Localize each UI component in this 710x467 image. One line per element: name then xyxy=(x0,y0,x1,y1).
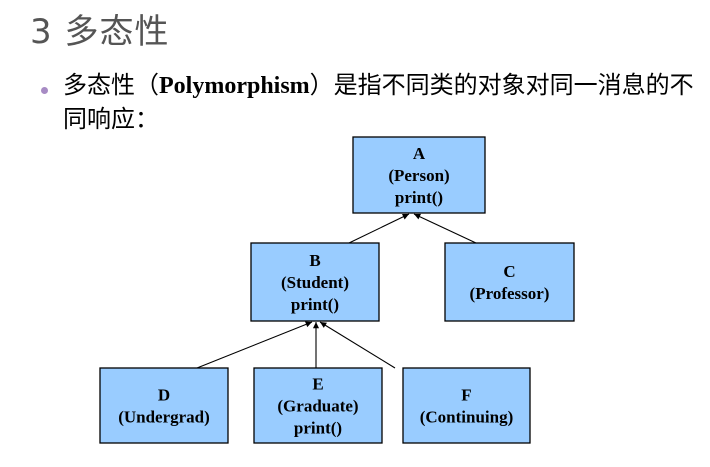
class-label-e-line-2: (Graduate) xyxy=(277,397,358,416)
class-label-f-line-1: F xyxy=(461,386,471,405)
class-label-a-line-2: (Person) xyxy=(388,166,449,185)
class-label-e-line-1: E xyxy=(312,375,323,394)
class-box-a xyxy=(352,136,486,214)
arrowhead-d-to-b xyxy=(305,321,312,328)
class-node-b: B (Student) print() xyxy=(250,242,380,322)
class-node-c: C (Professor) xyxy=(444,242,575,322)
edge-f-to-b xyxy=(319,321,396,369)
class-box-e xyxy=(253,367,383,444)
edge-c-to-a xyxy=(413,213,477,244)
edges-layer xyxy=(196,213,477,369)
arrowhead-e-to-b xyxy=(312,322,320,329)
bullet-dot xyxy=(41,87,48,94)
arrowhead-c-to-a xyxy=(414,213,421,220)
nodes-layer: A (Person) print() B (Student) print() C (Profe… xyxy=(99,136,575,444)
bullet-suffix: ）是指不同类的对象对同一消息的不同响应： xyxy=(63,71,694,133)
bullet-term: Polymorphism xyxy=(159,73,310,99)
class-label-c-line-1: C xyxy=(503,262,515,281)
class-label-b-line-2: (Student) xyxy=(281,273,349,292)
bullet-prefix: 多态性（ xyxy=(63,71,159,99)
class-node-d: D (Undergrad) xyxy=(99,367,229,444)
class-node-e: E (Graduate) print() xyxy=(253,367,383,444)
arrowhead-f-to-b xyxy=(320,322,327,328)
class-label-f-line-2: (Continuing) xyxy=(420,408,514,427)
class-label-b-line-3: print() xyxy=(291,295,339,314)
arrowhead-b-to-a xyxy=(402,214,409,220)
class-label-d-line-2: (Undergrad) xyxy=(118,408,210,427)
class-label-c-line-2: (Professor) xyxy=(470,284,550,303)
class-label-a-line-1: A xyxy=(413,144,426,163)
class-label-b-line-1: B xyxy=(309,251,320,270)
class-label-a-line-3: print() xyxy=(395,188,443,207)
class-box-d xyxy=(99,367,229,444)
edge-b-to-a xyxy=(348,213,410,244)
class-label-d-line-1: D xyxy=(158,386,170,405)
class-node-f: F (Continuing) xyxy=(402,367,531,444)
class-box-f xyxy=(402,367,531,444)
class-node-a: A (Person) print() xyxy=(352,136,486,214)
edge-d-to-b xyxy=(196,321,313,369)
slide-title: 3 多态性 xyxy=(30,12,170,52)
bullet-text: 多态性（Polymorphism）是指不同类的对象对同一消息的不同响应： xyxy=(63,69,703,136)
class-label-e-line-3: print() xyxy=(294,419,342,438)
class-box-c xyxy=(444,242,575,322)
class-box-b xyxy=(250,242,380,322)
